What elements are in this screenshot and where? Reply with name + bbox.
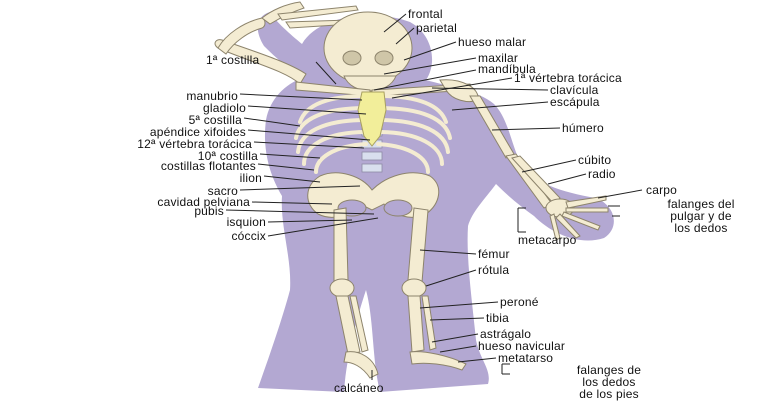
label-calcaneus: calcáneo bbox=[334, 382, 384, 394]
label-zygomatic-bone: hueso malar bbox=[458, 36, 526, 48]
label-ilium: ilion bbox=[60, 172, 262, 184]
label-ulna: cúbito bbox=[578, 154, 611, 166]
label-frontal: frontal bbox=[408, 8, 443, 20]
label-toe-phalanges: falanges de los dedos de los pies bbox=[544, 364, 674, 400]
label-parietal: parietal bbox=[416, 22, 457, 34]
label-humerus: húmero bbox=[562, 122, 604, 134]
label-fibula: peroné bbox=[500, 296, 539, 308]
label-floating-ribs: costillas flotantes bbox=[10, 160, 256, 172]
label-patella: rótula bbox=[478, 264, 509, 276]
label-scapula: escápula bbox=[550, 96, 600, 108]
label-femur: fémur bbox=[478, 248, 510, 260]
label-coccyx: cóccix bbox=[60, 230, 266, 242]
label-hand-phalanges: falanges del pulgar y de los dedos bbox=[622, 198, 780, 234]
label-radius: radio bbox=[588, 168, 616, 180]
label-tibia: tibia bbox=[486, 312, 509, 324]
label-ischium: isquion bbox=[60, 216, 266, 228]
label-metatarsus: metatarso bbox=[498, 352, 553, 364]
label-carpus: carpo bbox=[646, 184, 677, 196]
label-1st-rib: 1ª costilla bbox=[206, 54, 259, 66]
label-metacarpus: metacarpo bbox=[518, 234, 577, 246]
